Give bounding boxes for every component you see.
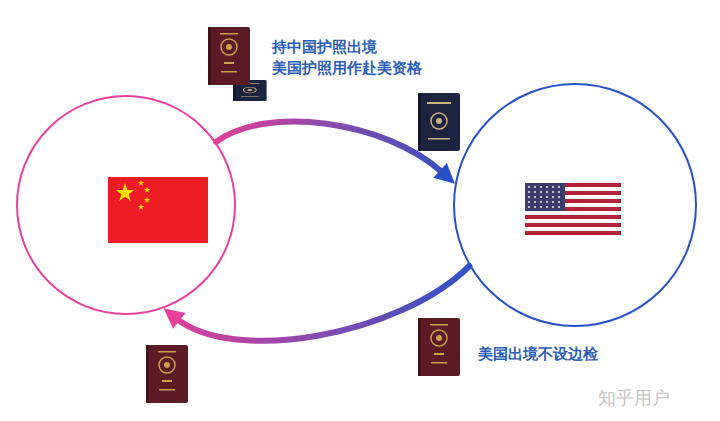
edge-label: 美国出境不设边检 [478,344,638,365]
country-circle [16,95,236,315]
watermark: 知乎用户 [598,386,670,410]
curved-arrow [216,122,443,173]
arrowhead [164,308,186,328]
edge-label: 持中国护照出境 美国护照用作赴美资格 [272,37,442,79]
curved-arrow [176,266,469,341]
arrowhead [433,163,455,184]
country-circle [453,83,697,327]
